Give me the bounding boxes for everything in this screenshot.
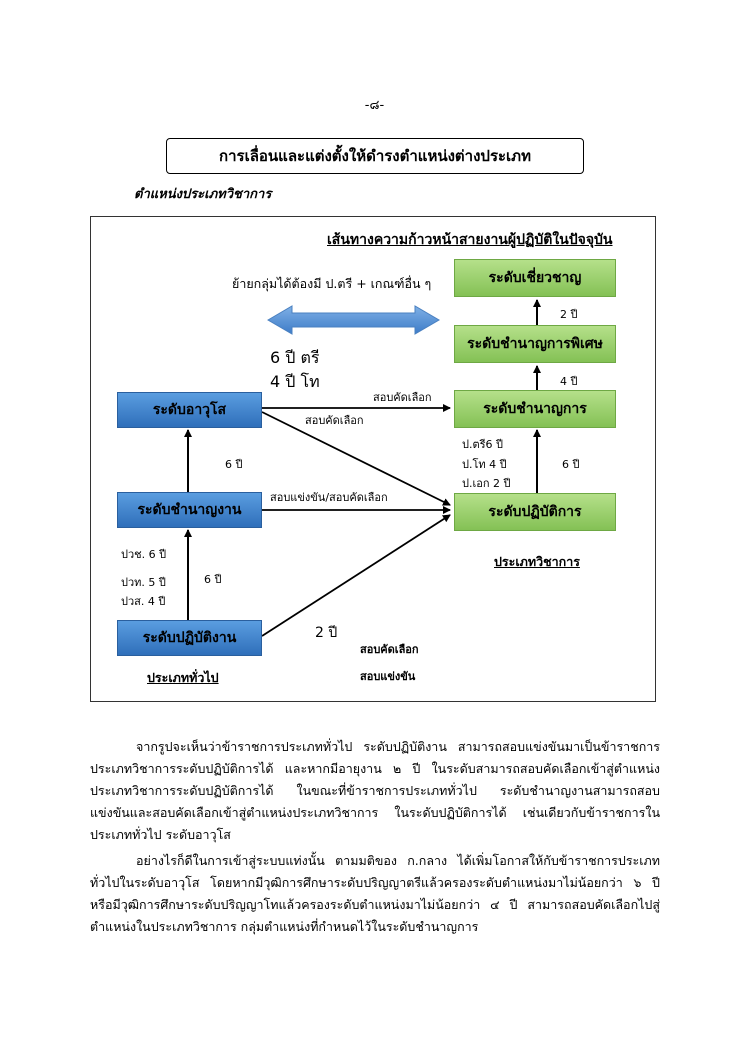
label-select-exam-1: สอบคัดเลือก [373,391,432,404]
box-practitioner-academic: ระดับปฏิบัติการ [454,493,616,531]
label-degree-master: ป.โท 4 ปี [462,458,507,471]
box-senior-professional: ระดับชำนาญการพิเศษ [454,325,616,363]
label-six-bachelor: 6 ปี ตรี [270,348,320,367]
label-degree-bachelor: ป.ตรี6 ปี [462,438,504,451]
label-general-type: ประเภททั่วไป [147,670,219,685]
page-number: -๘- [364,98,385,113]
box-experienced: ระดับชำนาญงาน [117,492,262,528]
label-compete-exam-bottom: สอบแข่งขัน [360,670,416,683]
label-degree-phd: ป.เอก 2 ปี [462,477,511,490]
label-pvt: ปวท. 5 ปี [121,576,166,589]
label-academic-type: ประเภทวิชาการ [494,554,580,569]
label-select-exam-2: สอบคัดเลือก [305,414,364,427]
label-pvch: ปวช. 6 ปี [121,548,167,561]
label-select-exam-bottom: สอบคัดเลือก [360,643,419,656]
label-years-6-left: 6 ปี [225,458,243,471]
diagram-frame [90,216,656,702]
title-box: การเลื่อนและแต่งตั้งให้ดำรงตำแหน่งต่างปร… [166,138,584,174]
box-operational: ระดับปฏิบัติงาน [117,620,262,656]
label-years-2-bottom: 2 ปี [315,625,338,641]
label-four-master: 4 ปี โท [270,372,320,391]
arrow-senior-to-practitioner [261,411,451,506]
diagram-title: เส้นทางความก้าวหน้าสายงานผู้ปฏิบัติในปัจ… [327,232,613,248]
move-note: ย้ายกลุ่มได้ต้องมี ป.ตรี + เกณฑ์อื่น ๆ [232,276,432,291]
label-years-6-mid: 6 ปี [204,573,222,586]
box-professional: ระดับชำนาญการ [454,390,616,428]
box-expert: ระดับเชี่ยวชาญ [454,259,616,297]
double-arrow-icon [267,305,440,335]
page-title: การเลื่อนและแต่งตั้งให้ดำรงตำแหน่งต่างปร… [219,147,531,165]
paragraph-1: จากรูปจะเห็นว่าข้าราชการประเภททั่วไป ระด… [90,739,660,842]
label-years-6-right: 6 ปี [562,458,580,471]
label-years-2-top: 2 ปี [560,308,578,321]
label-pvs: ปวส. 4 ปี [121,595,166,608]
label-compete-select: สอบแข่งขัน/สอบคัดเลือก [270,491,388,504]
label-years-4: 4 ปี [560,375,578,388]
box-senior: ระดับอาวุโส [117,392,262,428]
paragraph-2: อย่างไรก็ดีในการเข้าสู่ระบบแท่งนั้น ตามม… [90,853,660,934]
arrow-operational-to-practitioner [261,514,451,637]
section-heading: ตำแหน่งประเภทวิชาการ [134,187,272,202]
